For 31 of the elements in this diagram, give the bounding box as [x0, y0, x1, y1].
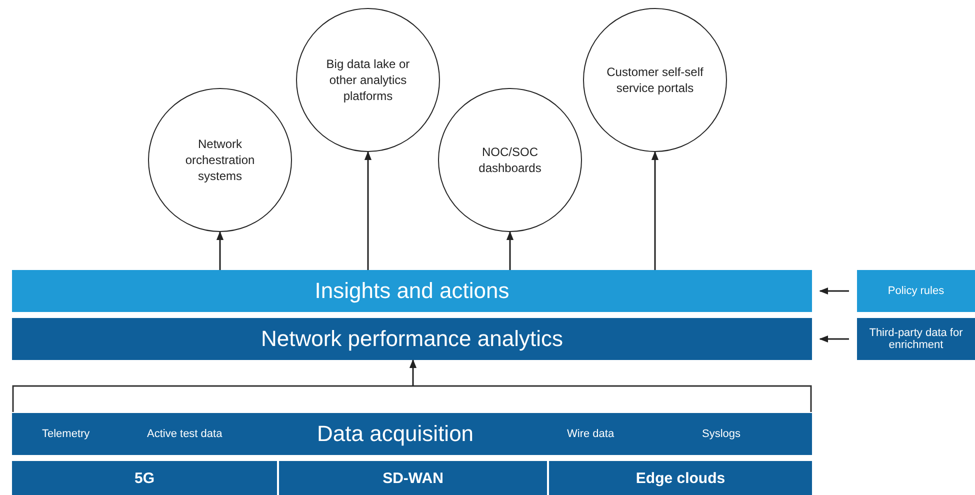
- circle-label: Customer self-self service portals: [606, 64, 704, 96]
- source-label: Syslogs: [702, 428, 741, 440]
- layer-bar: [857, 318, 975, 360]
- layer-title: Insights and actions: [314, 278, 510, 304]
- layer-bar: [857, 270, 975, 312]
- arrow: [819, 287, 849, 295]
- layer-bar: [12, 461, 277, 495]
- arrow: [506, 231, 514, 270]
- layer-title: Data acquisition: [317, 421, 474, 447]
- layer-bar: [549, 461, 812, 495]
- arrow: [409, 359, 417, 386]
- layer-bar: [12, 270, 812, 312]
- layer-title: Network performance analytics: [260, 326, 563, 352]
- layer-title: 5G: [134, 470, 154, 486]
- layer-title: SD-WAN: [382, 470, 444, 486]
- layer-title: Third-party data for enrichment: [868, 327, 964, 351]
- layer-title: Edge clouds: [636, 470, 726, 486]
- source-label: Telemetry: [42, 428, 90, 440]
- layer-bar: [12, 318, 812, 360]
- source-label: Wire data: [567, 428, 614, 440]
- arrow: [651, 151, 659, 270]
- source-label: Active test data: [147, 428, 222, 440]
- layer-title: Policy rules: [888, 285, 944, 297]
- layer-bar: [12, 413, 812, 455]
- arrow: [819, 335, 849, 343]
- arrow: [216, 231, 224, 270]
- circle-label: Big data lake or other analytics platforms: [325, 56, 411, 104]
- layer-bar: [279, 461, 547, 495]
- circle-label: NOC/SOC dashboards: [478, 144, 542, 176]
- arrow: [364, 151, 372, 270]
- circle-label: Network orchestration systems: [184, 136, 256, 184]
